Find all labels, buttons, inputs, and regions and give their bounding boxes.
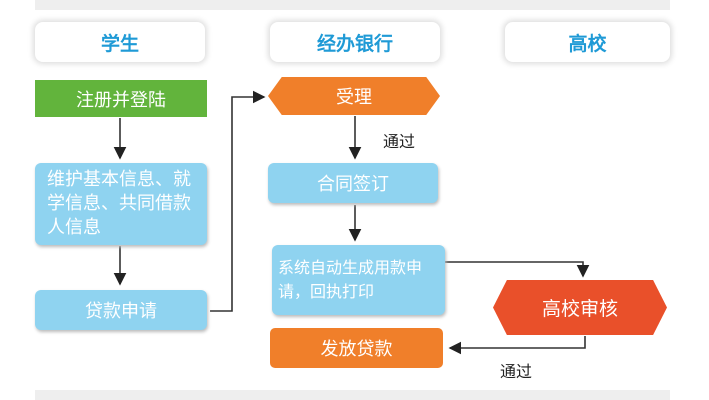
step-accept: 受理 [268,77,440,115]
lane-header-student: 学生 [35,22,205,62]
lane-header-university: 高校 [505,22,670,62]
arrow-review-to-disburse [448,336,586,355]
top-divider [35,0,670,10]
lane-header-bank: 经办银行 [270,22,440,62]
step-maintain-info: 维护基本信息、就学信息、共同借款人信息 [35,163,207,245]
bottom-divider [35,390,670,400]
step-contract: 合同签订 [268,163,438,203]
arrow-generate-to-review [445,261,590,278]
label-pass-review: 通过 [500,362,533,381]
step-university-review: 高校审核 [493,280,667,335]
step-disburse: 发放贷款 [270,328,443,368]
arrow-apply-to-accept [210,90,266,312]
step-register: 注册并登陆 [35,80,207,117]
label-pass-accept: 通过 [383,132,416,151]
step-loan-application: 贷款申请 [35,290,207,330]
step-generate-request: 系统自动生成用款申请，回执打印 [272,245,445,315]
